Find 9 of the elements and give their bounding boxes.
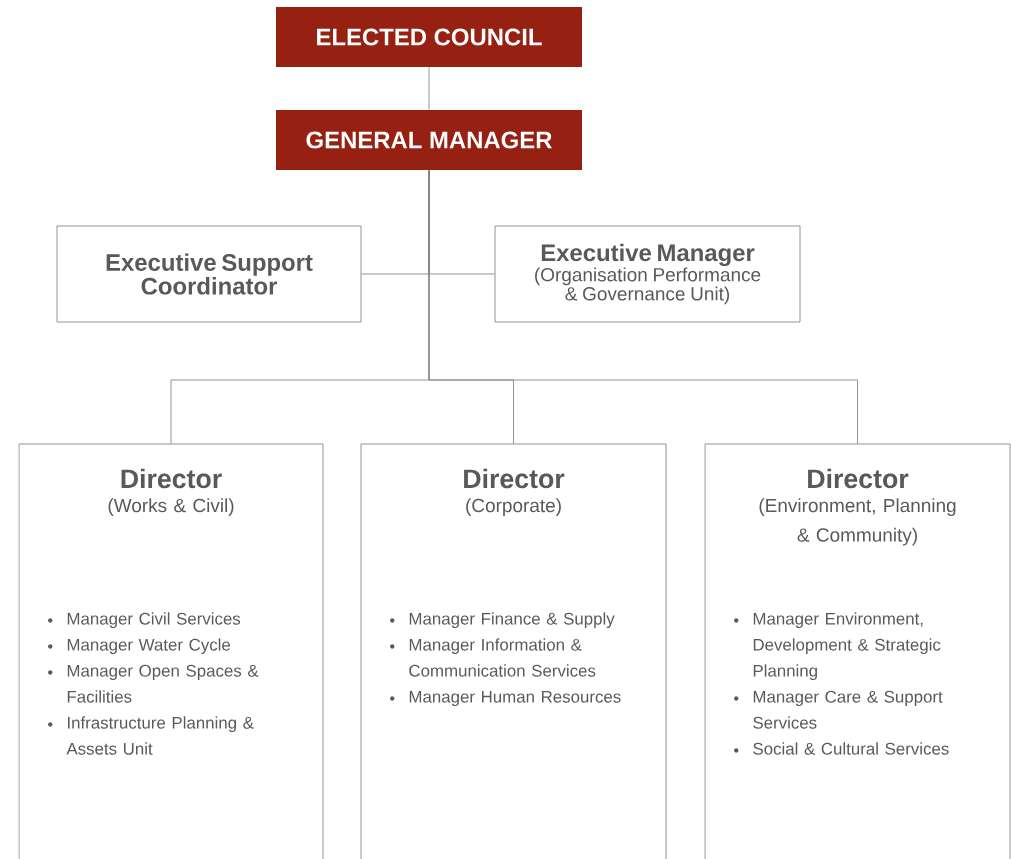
connector-line: [428, 66, 430, 111]
title-box: ELECTED COUNCIL: [276, 7, 582, 67]
connector-line: [428, 169, 858, 444]
director-box: Director (Works & Civil) Manager Civil Services Manager Water Cycle Manager Open Spaces & Facilities Infrastructure Planning & Assets Unit: [18, 443, 324, 859]
director-box: Director (Environment, Planning & Community) Manager Environment, Development & Strategic Planning Manager Care & Support Services Social & Cultural Services: [704, 443, 1011, 859]
title-box: GENERAL MANAGER: [276, 110, 582, 170]
role-box: Executive Manager (Organisation Performance & Governance Unit): [494, 225, 801, 323]
role-box: Executive Support Coordinator: [56, 225, 362, 323]
director-box: Director (Corporate) Manager Finance & Supply Manager Information & Communication Services Manager Human Resources: [360, 443, 667, 859]
